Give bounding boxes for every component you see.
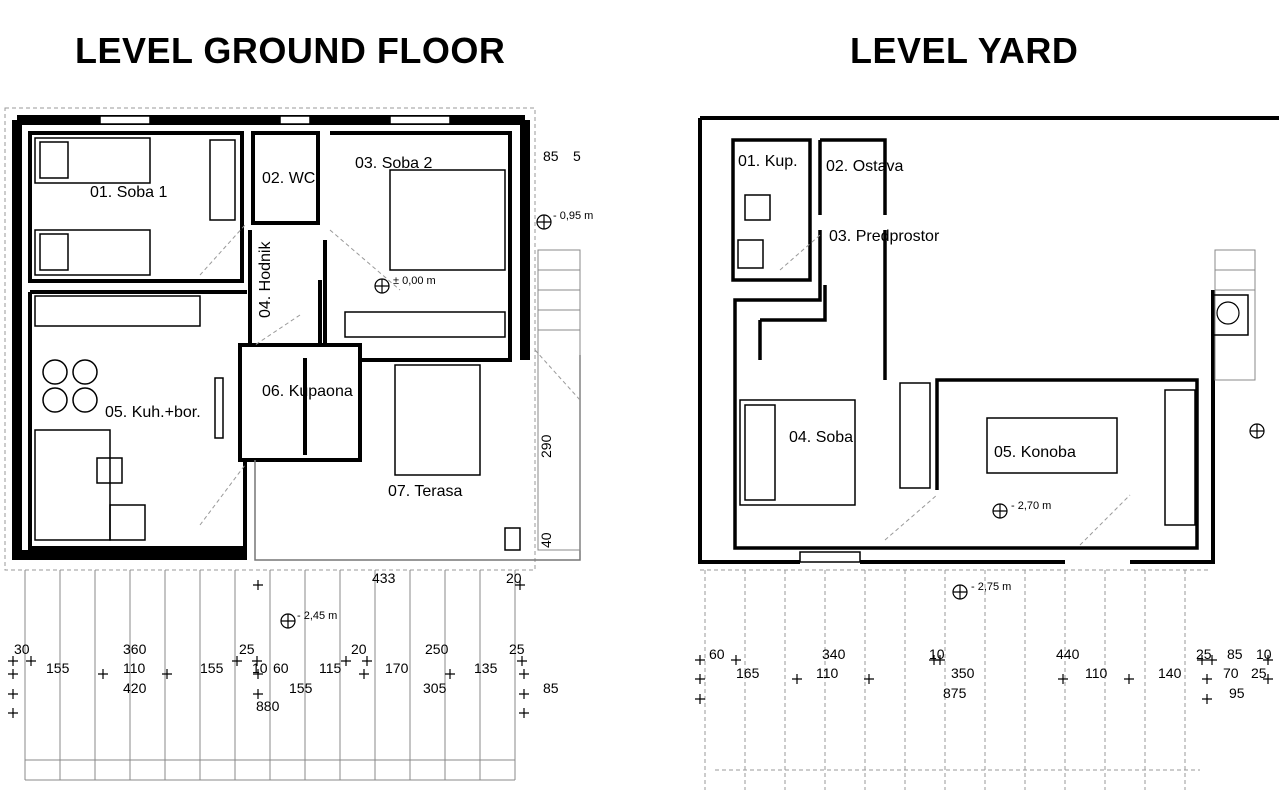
room-label-ostava: 02. Ostava — [826, 158, 903, 175]
dimension-ticks — [8, 580, 529, 718]
room-label-soba2: 03. Soba 2 — [355, 155, 433, 172]
dashed-guides-yard — [700, 234, 1210, 790]
dimension-label: 30 — [14, 641, 30, 657]
dimension-label: 110 — [123, 660, 146, 676]
level-label: - 2,70 m — [1011, 500, 1051, 512]
window — [279, 115, 311, 125]
dimension-label: 110 — [816, 665, 839, 681]
dimension-label: 155 — [200, 660, 224, 676]
dimension-label: 875 — [943, 685, 967, 701]
level-label: - 0,95 m — [553, 210, 593, 222]
level-label: - 2,45 m — [297, 610, 337, 622]
dimension-label: 360 — [123, 641, 147, 657]
dimension-label: 40 — [538, 532, 554, 548]
level-label: ± 0,00 m — [393, 275, 436, 287]
dashed-guides — [199, 224, 581, 526]
pergola-lines — [24, 570, 516, 781]
room-label-konoba: 05. Konoba — [994, 444, 1076, 461]
dimension-label: 10 — [252, 660, 268, 676]
dimension-label: 20 — [506, 570, 522, 586]
yard-plan — [698, 116, 1279, 790]
dimension-label: 433 — [372, 570, 396, 586]
window — [799, 551, 861, 563]
dimension-ticks-yard — [695, 655, 1273, 704]
dimension-label: 70 — [1223, 665, 1239, 681]
dimension-label: 95 — [1229, 685, 1245, 701]
dimension-label: 155 — [46, 660, 70, 676]
level-label: - 2,75 m — [971, 581, 1011, 593]
level-marker-icons — [280, 214, 552, 629]
level-marker-icons-yard — [952, 423, 1265, 600]
dimension-label: 5 — [573, 148, 581, 164]
room-label-hodnik: 04. Hodnik — [257, 241, 274, 318]
title-yard: LEVEL YARD — [850, 30, 1079, 71]
stairs-yard — [1212, 249, 1256, 381]
room-label-predprostor: 03. Predprostor — [829, 228, 940, 245]
dimension-label: 155 — [289, 680, 313, 696]
dimension-label: 420 — [123, 680, 147, 696]
window — [99, 115, 151, 125]
dimension-label: 25 — [509, 641, 525, 657]
dimension-label: 25 — [1251, 665, 1267, 681]
dimension-label: 115 — [319, 660, 342, 676]
dimension-label: 250 — [425, 641, 449, 657]
dimension-label: 85 — [543, 148, 559, 164]
room-label-wc: 02. WC — [262, 170, 315, 187]
dimension-label: 85 — [1227, 646, 1243, 662]
dimension-label: 170 — [385, 660, 409, 676]
dimension-label: 350 — [951, 665, 975, 681]
dimension-label: 25 — [1196, 646, 1212, 662]
dimension-label: 290 — [538, 434, 554, 458]
dimension-label: 135 — [474, 660, 498, 676]
dimension-label: 60 — [273, 660, 289, 676]
room-label-soba1: 01. Soba 1 — [90, 184, 168, 201]
dimension-label: 60 — [709, 646, 725, 662]
exterior-walls-yard — [698, 116, 1279, 564]
room-label-terasa: 07. Terasa — [388, 483, 463, 500]
interior-walls-yard — [731, 138, 1199, 550]
title-ground-floor: LEVEL GROUND FLOOR — [75, 30, 506, 71]
dimension-label: 25 — [239, 641, 255, 657]
window — [389, 115, 451, 125]
furniture-yard — [737, 194, 1196, 526]
dimension-label: 340 — [822, 646, 846, 662]
dimension-label: 880 — [256, 698, 280, 714]
room-label-kupaona: 06. Kupaona — [262, 383, 353, 400]
dimension-label: 85 — [543, 680, 559, 696]
dimension-label: 140 — [1158, 665, 1182, 681]
stairs — [537, 249, 581, 551]
furniture-kitchen — [34, 295, 521, 551]
room-label-kup: 01. Kup. — [738, 153, 798, 170]
dimension-label: 440 — [1056, 646, 1080, 662]
dimension-label: 10 — [929, 646, 945, 662]
room-label-kuhinja: 05. Kuh.+bor. — [105, 404, 201, 421]
dimension-label: 305 — [423, 680, 447, 696]
furniture-beds — [34, 137, 506, 338]
interior-walls — [28, 131, 512, 550]
room-label-soba: 04. Soba — [789, 429, 853, 446]
ground-floor-plan — [4, 107, 581, 781]
dimension-label: 110 — [1085, 665, 1108, 681]
dimension-label: 20 — [351, 641, 367, 657]
dimension-label: 165 — [736, 665, 760, 681]
